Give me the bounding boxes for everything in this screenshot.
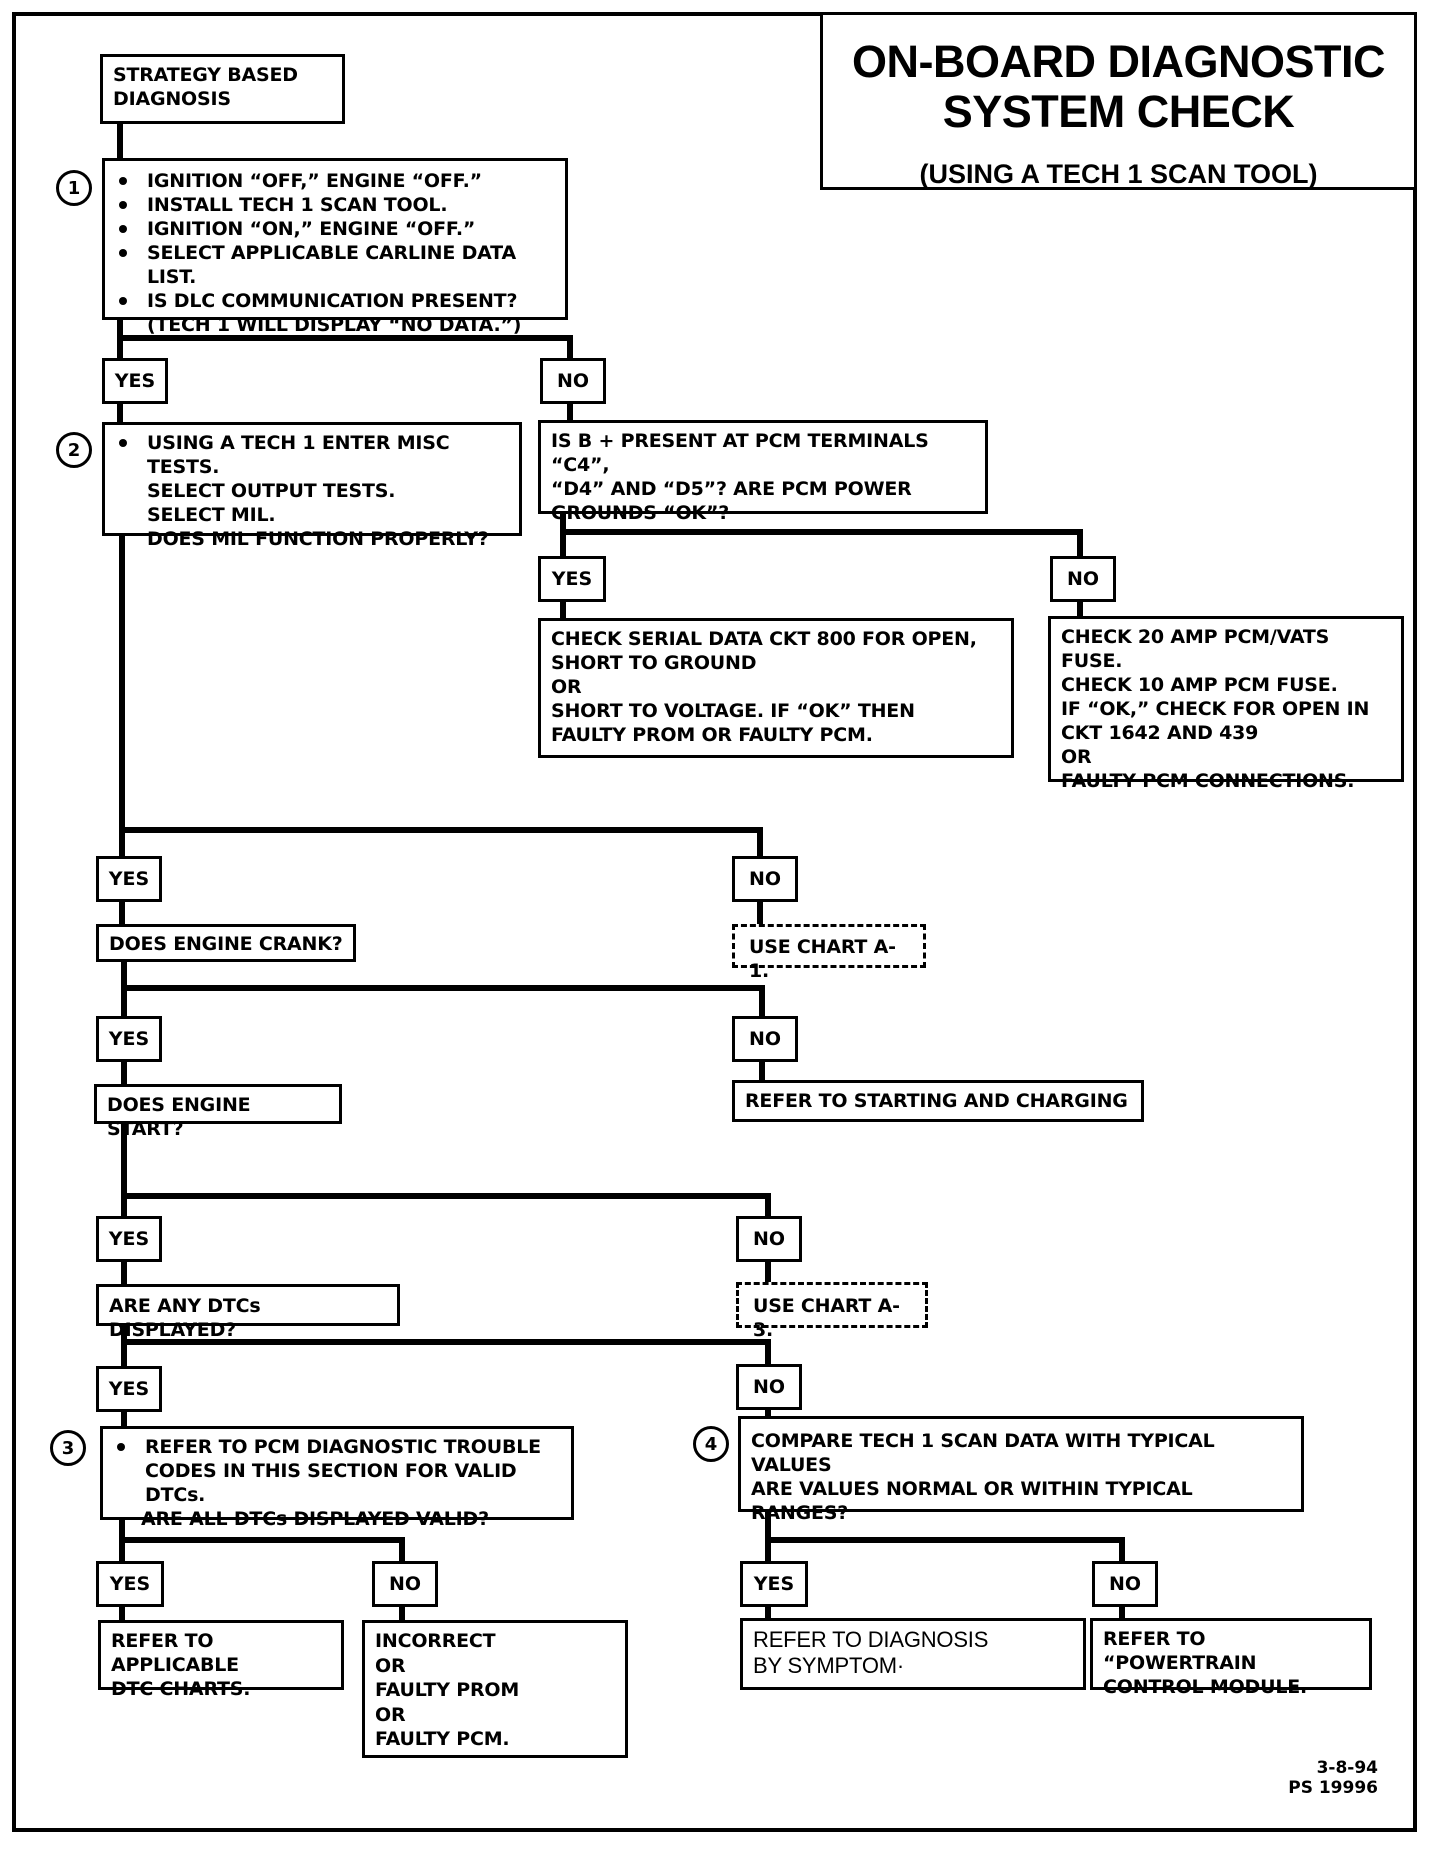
incorrect-line: FAULTY PCM. <box>375 1728 510 1750</box>
yes-label: YES <box>96 1016 162 1062</box>
dtc-charts-line: REFER TO APPLICABLE <box>111 1630 239 1676</box>
title-line-2: SYSTEM CHECK <box>942 86 1295 137</box>
bplus-line: GROUNDS “OK”? <box>551 502 730 524</box>
pcm-module-line: CONTROL MODULE. <box>1103 1676 1308 1698</box>
yes-label: YES <box>538 556 606 602</box>
bplus-line: “D4” AND “D5”? ARE PCM POWER <box>551 478 912 500</box>
step-1-box: IGNITION “OFF,” ENGINE “OFF.” INSTALL TE… <box>102 158 568 336</box>
symptom-line: BY SYMPTOM· <box>753 1653 905 1678</box>
bplus-question-box: IS B + PRESENT AT PCM TERMINALS “C4”, “D… <box>538 420 988 524</box>
dtc-question-box: ARE ANY DTCs DISPLAYED? <box>96 1284 400 1341</box>
step-2-item: DOES MIL FUNCTION PROPERLY? <box>147 528 489 550</box>
page-border <box>12 12 1417 1832</box>
step-2-box: USING A TECH 1 ENTER MISC TESTS. SELECT … <box>102 422 522 550</box>
title-block: ON-BOARD DIAGNOSTIC SYSTEM CHECK (USING … <box>820 12 1417 190</box>
fuse-line: IF “OK,” CHECK FOR OPEN IN <box>1061 698 1370 720</box>
step-2-item: SELECT MIL. <box>147 504 276 526</box>
incorrect-line: OR <box>375 1703 406 1726</box>
step-2-item: USING A TECH 1 ENTER MISC TESTS. <box>115 431 509 479</box>
yes-label: YES <box>96 856 162 902</box>
step-2-item: SELECT OUTPUT TESTS. <box>147 480 396 502</box>
no-label: NO <box>736 1364 802 1410</box>
footer-date: 3-8-94 <box>1316 1758 1378 1778</box>
serial-line: FAULTY PROM OR FAULTY PCM. <box>551 724 873 746</box>
step-1-item: SELECT APPLICABLE CARLINE DATA LIST. <box>115 241 555 289</box>
starting-charging-box: REFER TO STARTING AND CHARGING <box>732 1080 1144 1122</box>
fuse-line: FAULTY PCM CONNECTIONS. <box>1061 770 1355 792</box>
no-label: NO <box>736 1216 802 1262</box>
yes-label: YES <box>102 358 168 404</box>
serial-line: SHORT TO VOLTAGE. IF “OK” THEN <box>551 700 915 722</box>
dtc-charts-box: REFER TO APPLICABLE DTC CHARTS. <box>98 1620 344 1700</box>
step-1-marker: 1 <box>56 170 92 206</box>
fuse-line: CHECK 20 AMP PCM/VATS FUSE. <box>1061 626 1330 672</box>
bplus-line: IS B + PRESENT AT PCM TERMINALS “C4”, <box>551 430 929 476</box>
serial-line: OR <box>551 676 582 698</box>
footer-code: 3-8-94 PS 19996 <box>1280 1758 1378 1798</box>
yes-label: YES <box>96 1366 162 1412</box>
step-4-line: ARE VALUES NORMAL OR WITHIN TYPICAL RANG… <box>751 1478 1193 1524</box>
no-label: NO <box>540 358 606 404</box>
start-line-2: DIAGNOSIS <box>113 88 231 110</box>
chart-a1-box: USE CHART A-1. <box>732 924 926 982</box>
no-label: NO <box>372 1561 438 1607</box>
step-1-item: IS DLC COMMUNICATION PRESENT? <box>115 289 555 313</box>
step-3-marker: 3 <box>50 1430 86 1466</box>
step-3-box: REFER TO PCM DIAGNOSTIC TROUBLE CODES IN… <box>100 1426 574 1530</box>
step-1-item: IGNITION “ON,” ENGINE “OFF.” <box>115 217 555 241</box>
yes-label: YES <box>96 1216 162 1262</box>
fuse-line: CKT 1642 AND 439 <box>1061 722 1259 744</box>
step-4-line: COMPARE TECH 1 SCAN DATA WITH TYPICAL VA… <box>751 1430 1215 1476</box>
yes-label: YES <box>740 1561 808 1607</box>
start-question-box: DOES ENGINE START? <box>94 1084 342 1140</box>
fuse-check-box: CHECK 20 AMP PCM/VATS FUSE. CHECK 10 AMP… <box>1048 616 1404 792</box>
start-box: STRATEGY BASED DIAGNOSIS <box>100 54 345 124</box>
pcm-module-line: REFER TO “POWERTRAIN <box>1103 1628 1257 1674</box>
incorrect-line: INCORRECT <box>375 1630 496 1652</box>
pcm-module-box: REFER TO “POWERTRAIN CONTROL MODULE. <box>1090 1618 1372 1698</box>
incorrect-line: OR <box>375 1654 406 1677</box>
yes-label: YES <box>96 1561 164 1607</box>
incorrect-line: FAULTY PROM <box>375 1679 520 1701</box>
no-label: NO <box>732 1016 798 1062</box>
step-3-line: CODES IN THIS SECTION FOR VALID DTCs. <box>145 1460 517 1506</box>
incorrect-box: INCORRECT OR FAULTY PROM OR FAULTY PCM. <box>362 1620 628 1758</box>
symptom-line: REFER TO DIAGNOSIS <box>753 1627 989 1652</box>
title-subtitle: (USING A TECH 1 SCAN TOOL) <box>919 159 1318 189</box>
dtc-charts-line: DTC CHARTS. <box>111 1678 251 1700</box>
title-line-1: ON-BOARD DIAGNOSTIC <box>852 36 1385 87</box>
fuse-line: OR <box>1061 746 1092 768</box>
step-1-note: (TECH 1 WILL DISPLAY “NO DATA.”) <box>147 314 522 336</box>
no-label: NO <box>732 856 798 902</box>
step-2-marker: 2 <box>56 432 92 468</box>
serial-line: CHECK SERIAL DATA CKT 800 FOR OPEN, <box>551 628 977 650</box>
no-label: NO <box>1092 1561 1158 1607</box>
step-1-item: INSTALL TECH 1 SCAN TOOL. <box>115 193 555 217</box>
step-3-line: ARE ALL DTCs DISPLAYED VALID? <box>141 1508 489 1530</box>
no-label: NO <box>1050 556 1116 602</box>
chart-a3-box: USE CHART A-3. <box>736 1282 928 1341</box>
crank-question-box: DOES ENGINE CRANK? <box>96 924 356 962</box>
start-line-1: STRATEGY BASED <box>113 64 298 86</box>
step-1-item: IGNITION “OFF,” ENGINE “OFF.” <box>115 169 555 193</box>
step-3-line: REFER TO PCM DIAGNOSTIC TROUBLE <box>113 1435 561 1459</box>
footer-ps-number: PS 19996 <box>1288 1778 1378 1798</box>
serial-line: SHORT TO GROUND <box>551 652 757 674</box>
fuse-line: CHECK 10 AMP PCM FUSE. <box>1061 674 1338 696</box>
serial-data-box: CHECK SERIAL DATA CKT 800 FOR OPEN, SHOR… <box>538 618 1014 758</box>
symptom-box: REFER TO DIAGNOSIS BY SYMPTOM· <box>740 1618 1086 1690</box>
step-4-box: COMPARE TECH 1 SCAN DATA WITH TYPICAL VA… <box>738 1416 1304 1524</box>
step-4-marker: 4 <box>693 1426 729 1462</box>
